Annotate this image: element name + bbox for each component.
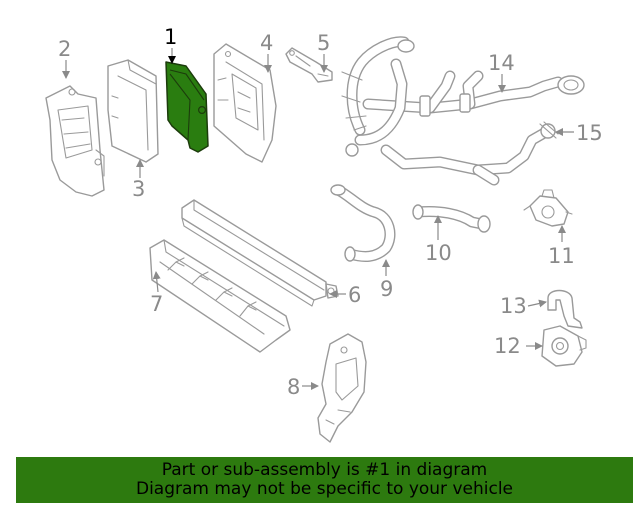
info-banner: Part or sub-assembly is #1 in diagram Di… xyxy=(16,457,633,503)
part-14-hose-assembly[interactable] xyxy=(341,36,585,157)
part-2-bracket[interactable] xyxy=(45,85,105,197)
banner-line-2: Diagram may not be specific to your vehi… xyxy=(135,479,513,499)
part-15-hose[interactable] xyxy=(380,121,559,186)
part-7-tray[interactable] xyxy=(149,239,291,353)
callout-4[interactable]: 4 xyxy=(260,31,273,55)
callout-12[interactable]: 12 xyxy=(494,334,521,358)
callout-2[interactable]: 2 xyxy=(58,37,71,61)
banner-line-1: Part or sub-assembly is #1 in diagram xyxy=(161,460,488,480)
callout-10[interactable]: 10 xyxy=(425,241,452,265)
callout-11[interactable]: 11 xyxy=(548,244,575,268)
part-4-housing[interactable] xyxy=(213,43,277,163)
part-11-valve[interactable] xyxy=(523,189,573,227)
callout-7[interactable]: 7 xyxy=(150,292,163,316)
callout-15[interactable]: 15 xyxy=(576,121,603,145)
callout-6[interactable]: 6 xyxy=(348,283,361,307)
callout-3[interactable]: 3 xyxy=(132,177,145,201)
callout-1[interactable]: 1 xyxy=(164,25,177,49)
callout-labels: 1 2 3 4 5 6 7 8 9 10 11 12 13 14 15 xyxy=(58,25,603,399)
part-12-pump[interactable] xyxy=(541,325,587,367)
callout-8[interactable]: 8 xyxy=(287,375,300,399)
part-3-cover[interactable] xyxy=(107,59,159,163)
part-10-hose[interactable] xyxy=(412,204,491,233)
callout-13[interactable]: 13 xyxy=(500,294,527,318)
part-5-bracket[interactable] xyxy=(285,47,333,83)
part-9-hose[interactable] xyxy=(330,184,396,262)
callout-14[interactable]: 14 xyxy=(488,51,515,75)
callout-9[interactable]: 9 xyxy=(380,277,393,301)
part-1-control-module[interactable] xyxy=(165,61,209,153)
leader-lines xyxy=(62,48,574,390)
part-8-mount[interactable] xyxy=(317,333,367,443)
part-13-clamp[interactable] xyxy=(547,289,583,329)
callout-5[interactable]: 5 xyxy=(317,31,330,55)
